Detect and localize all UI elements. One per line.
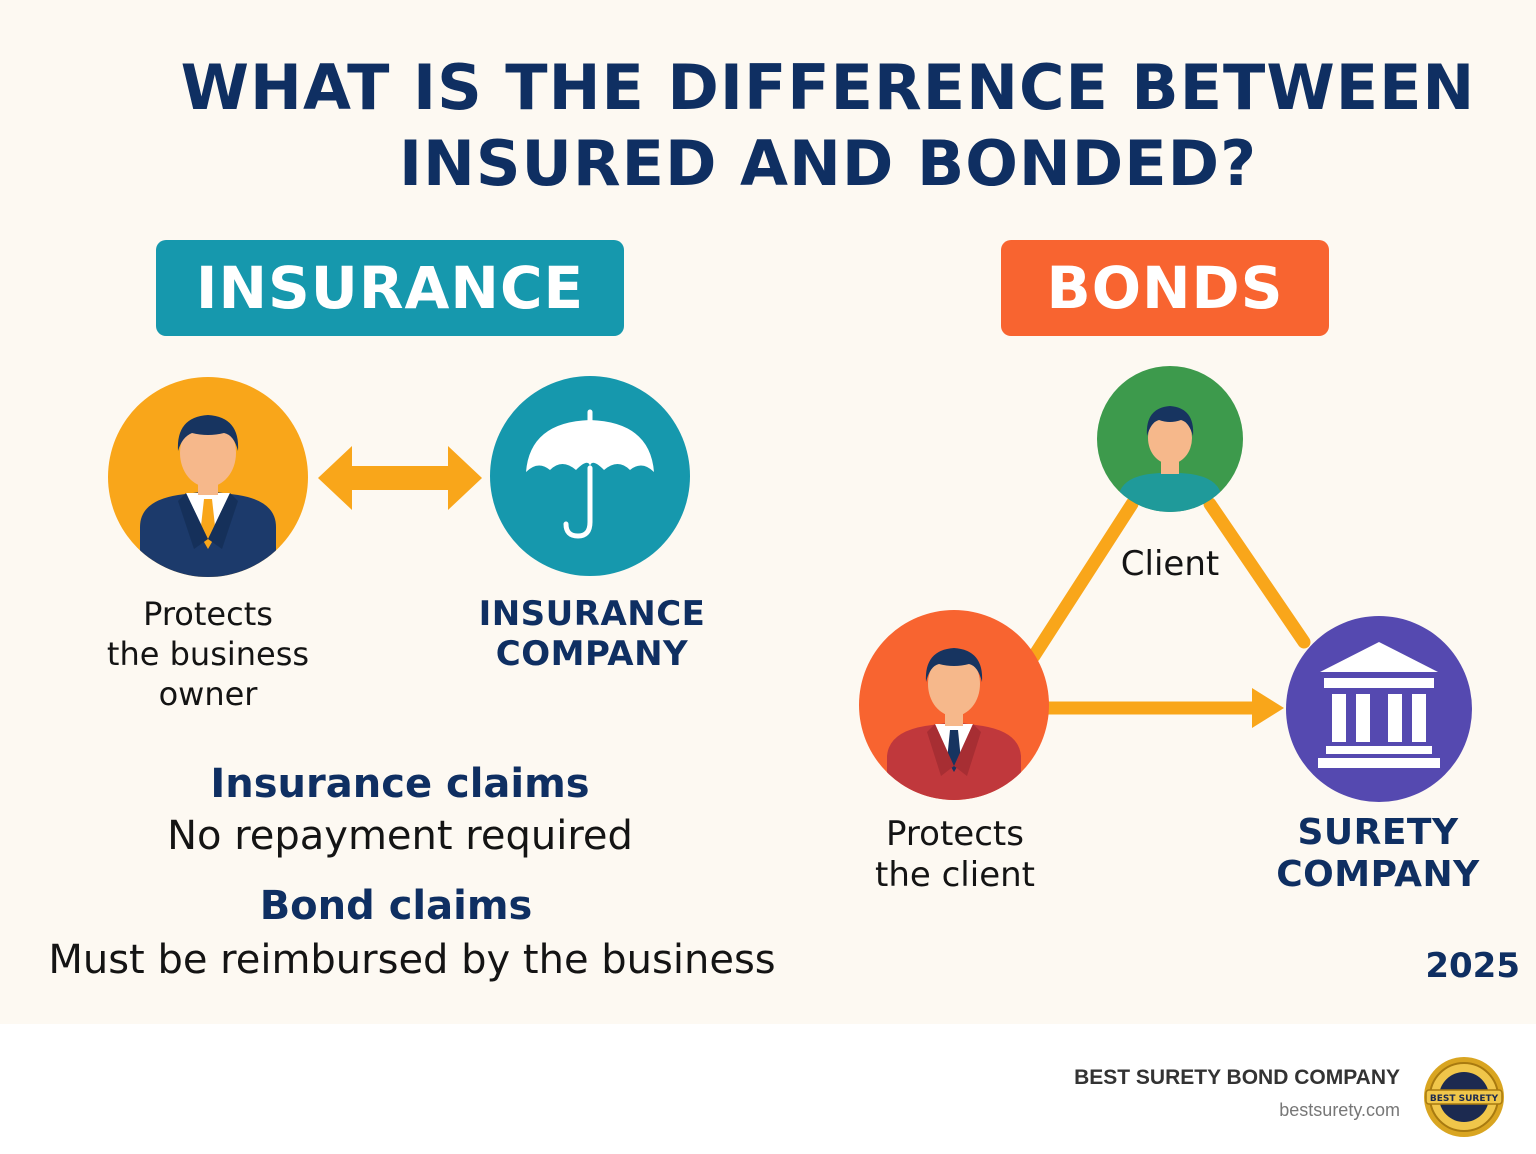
bank-building-icon (1286, 616, 1472, 802)
footer-bar: BEST SURETY BOND COMPANY bestsurety.com … (0, 1024, 1536, 1154)
bond-claims-heading: Bond claims (259, 883, 533, 929)
bonds-header-pill: BONDS (1001, 240, 1329, 336)
insurance-claims-heading: Insurance claims (210, 761, 590, 807)
footer-website-link[interactable]: bestsurety.com (1279, 1100, 1400, 1120)
business-owner-person-icon (108, 377, 308, 577)
title-line-2: INSURED AND BONDED? (398, 127, 1258, 200)
bond-connector-lines (1020, 480, 1320, 740)
bond-claims-text: Must be reimbursed by the business (48, 937, 776, 983)
surety-company-label: SURETY COMPANY (1276, 812, 1480, 895)
insurance-company-label: INSURANCE COMPANY (478, 594, 706, 674)
client-label: Client (1120, 544, 1220, 584)
umbrella-icon (490, 376, 690, 576)
principal-label: Protects the client (875, 814, 1035, 895)
double-arrow-icon (318, 444, 482, 512)
page-title: WHAT IS THE DIFFERENCE BETWEEN INSURED A… (120, 50, 1536, 202)
infographic-canvas: WHAT IS THE DIFFERENCE BETWEEN INSURED A… (48, 50, 1536, 986)
business-person-icon (859, 610, 1049, 800)
insurance-header-pill: INSURANCE (156, 240, 624, 336)
title-line-1: WHAT IS THE DIFFERENCE BETWEEN (180, 51, 1476, 124)
footer-company-name: BEST SURETY BOND COMPANY (1074, 1066, 1400, 1089)
insurance-claims-text: No repayment required (167, 813, 633, 859)
business-owner-label: Protects the business owner (106, 595, 310, 713)
year-label: 2025 (1425, 946, 1520, 986)
seal-text: BEST SURETY (1430, 1094, 1499, 1104)
best-surety-seal-logo: BEST SURETY (1422, 1055, 1506, 1139)
client-person-icon (1097, 366, 1243, 512)
